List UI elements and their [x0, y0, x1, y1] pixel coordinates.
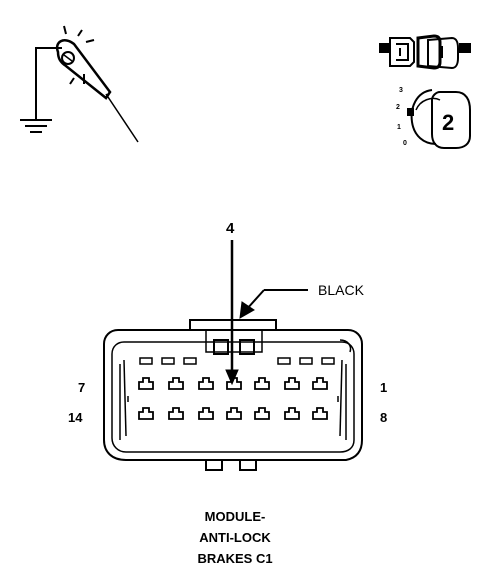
meter-scale-mark-0: 0 — [403, 140, 407, 147]
latch-rib — [183, 357, 197, 365]
meter-selected-range: 2 — [442, 110, 455, 135]
pin-callout-arrow — [225, 240, 239, 386]
meter-scale-mark-2: 2 — [396, 104, 400, 111]
connector-body — [103, 319, 363, 471]
wire-color-label: BLACK — [318, 282, 364, 298]
pin-cavity — [254, 407, 270, 420]
latch-rib — [139, 357, 153, 365]
meter-scale-mark-1: 1 — [397, 124, 401, 131]
connector-icon — [379, 34, 471, 70]
meter-scale-mark-3: 3 — [399, 87, 403, 94]
row-label-top-left: 7 — [78, 380, 86, 395]
latch-rib — [299, 357, 313, 365]
latch-rib — [161, 357, 175, 365]
pin-cavity — [226, 407, 242, 420]
pin-callout-label: 4 — [226, 220, 235, 237]
pin-cavity — [168, 407, 184, 420]
pin-cavities — [138, 377, 328, 420]
wire-color-callout-arrow — [239, 289, 308, 319]
pin-cavity — [198, 407, 214, 420]
caption-line-3: BRAKES C1 — [197, 551, 273, 566]
pin-cavity — [254, 377, 270, 390]
pin-cavity — [226, 377, 242, 390]
pin-cavity — [312, 377, 328, 390]
row-label-top-right: 1 — [380, 380, 388, 395]
pin-cavity — [138, 407, 154, 420]
test-probe-ground-icon — [20, 25, 139, 143]
row-label-bottom-right: 8 — [380, 410, 388, 425]
pin-cavity — [138, 377, 154, 390]
pin-cavity — [168, 377, 184, 390]
pin-cavity — [198, 377, 214, 390]
pin-cavity — [284, 407, 300, 420]
latch-rib — [277, 357, 291, 365]
caption-line-1: MODULE- — [204, 509, 266, 524]
multimeter-dial-icon — [407, 89, 471, 149]
caption-line-2: ANTI-LOCK — [199, 530, 271, 545]
latch-rib — [321, 357, 335, 365]
latch-ribs — [127, 357, 339, 402]
pin-cavity — [284, 377, 300, 390]
connector-caption: MODULE- ANTI-LOCK BRAKES C1 — [0, 506, 470, 569]
pin-cavity — [312, 407, 328, 420]
row-label-bottom-left: 14 — [68, 410, 83, 425]
